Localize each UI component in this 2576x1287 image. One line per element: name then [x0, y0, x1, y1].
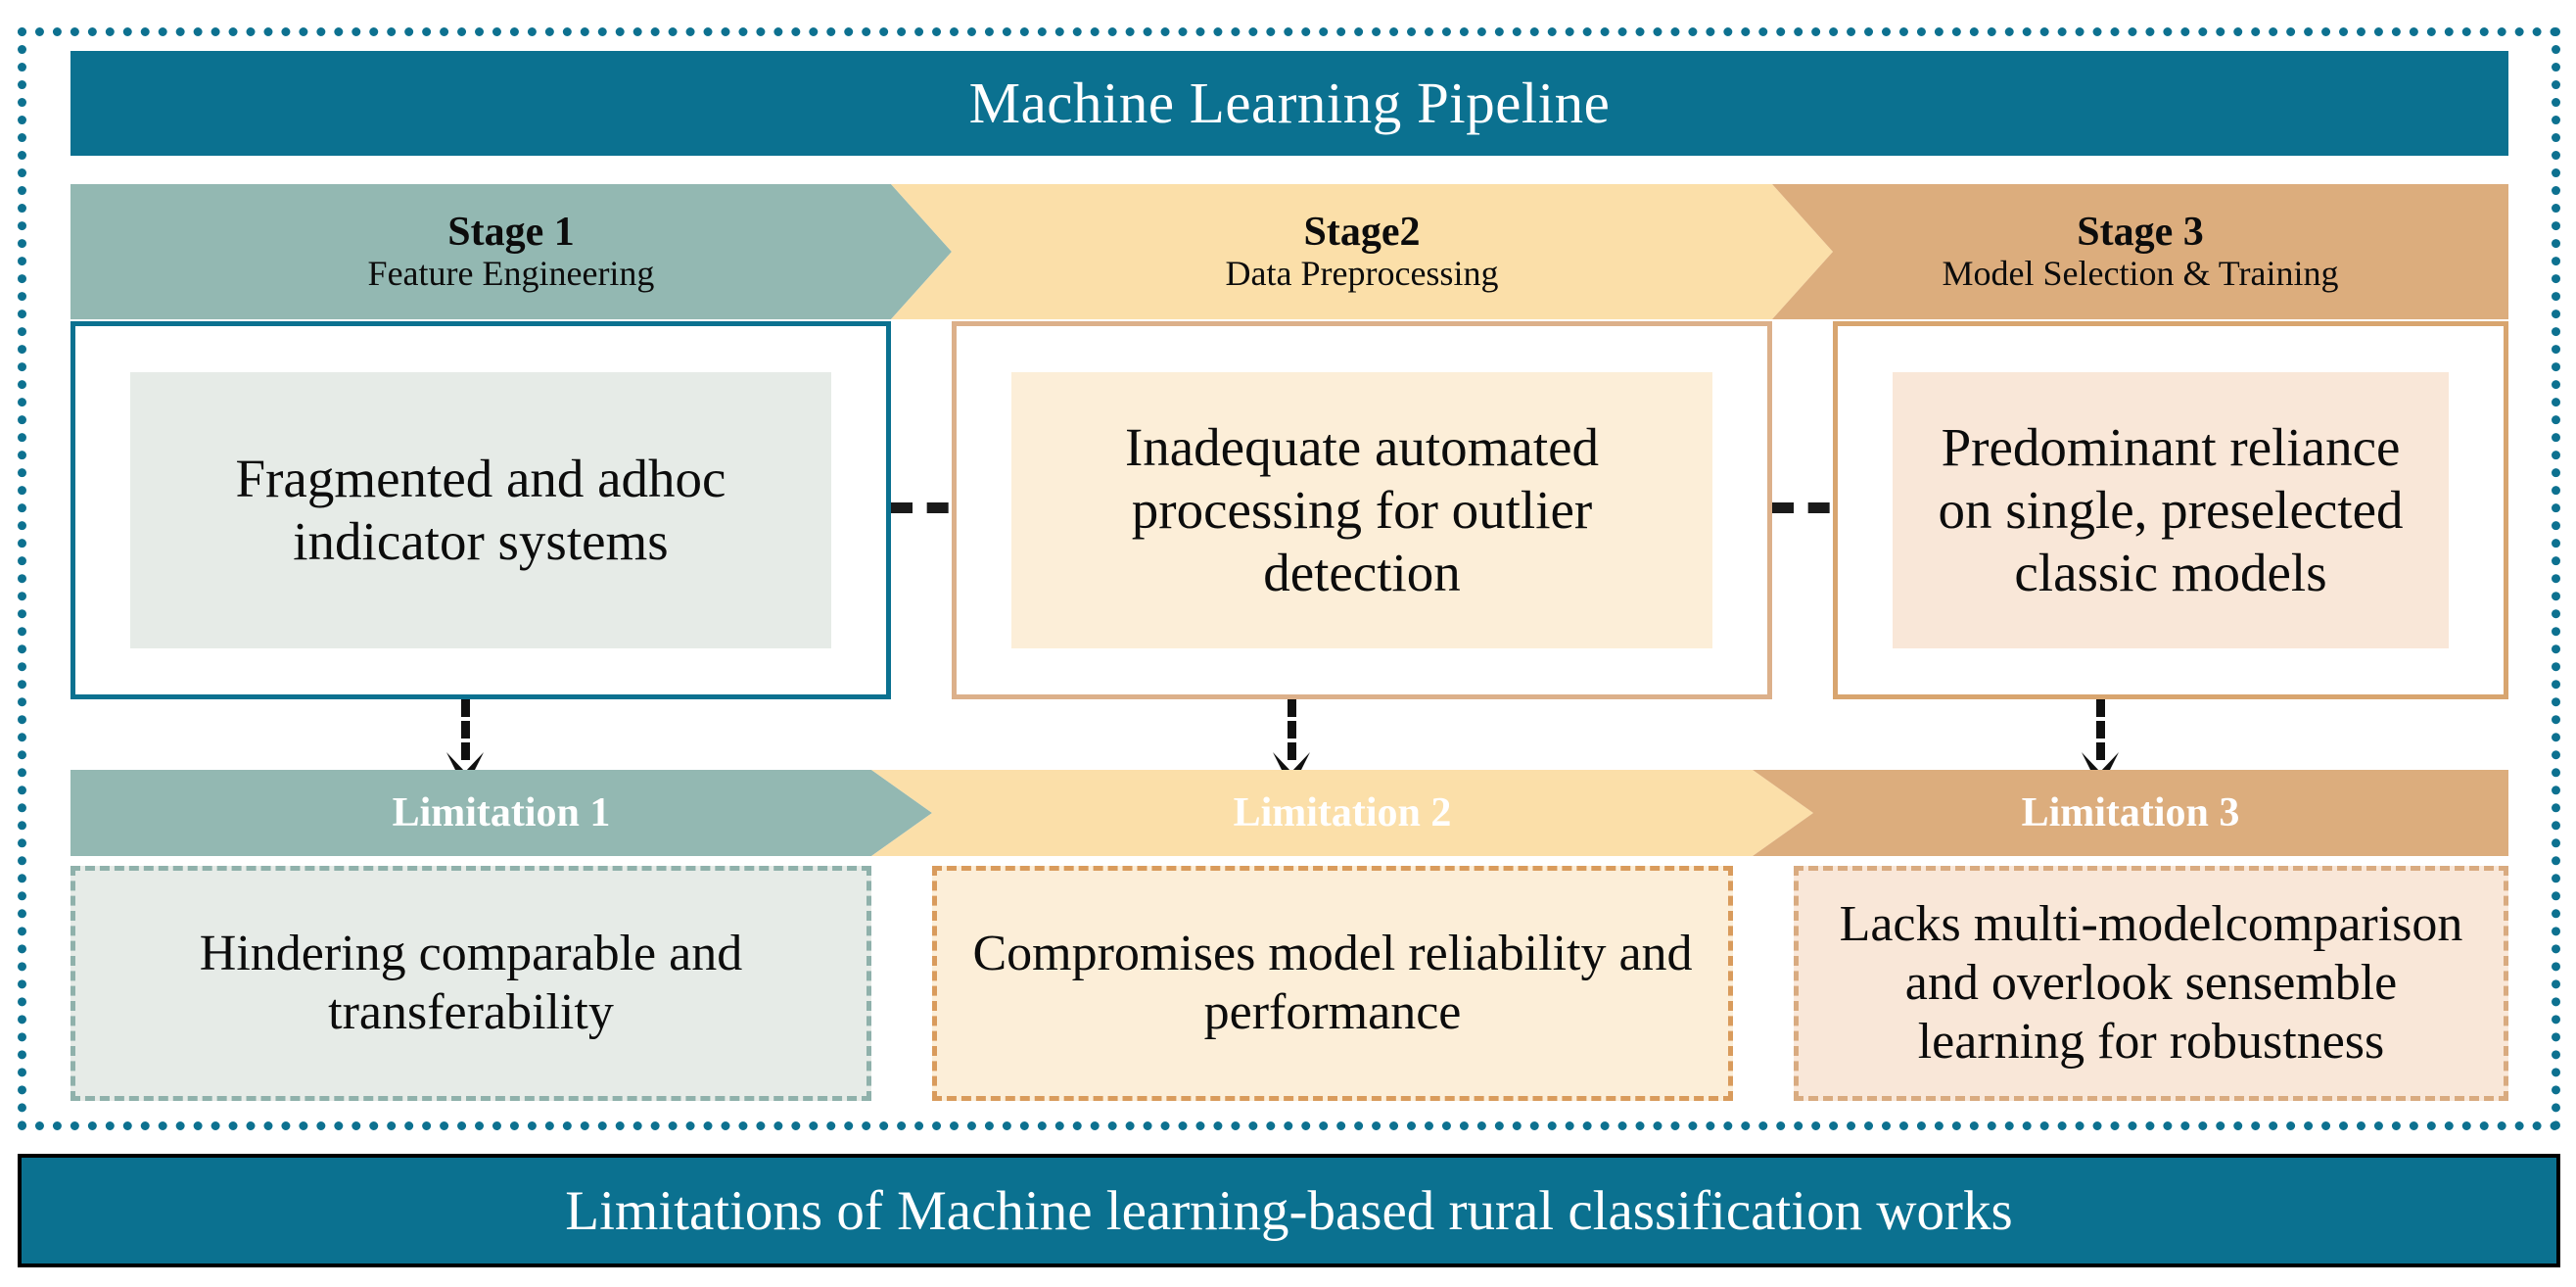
pipeline-title-banner: Machine Learning Pipeline — [70, 51, 2508, 156]
stage-card-2[interactable]: Inadequate automated processing for outl… — [952, 321, 1772, 699]
stage-3-subtitle: Model Selection & Training — [1942, 254, 2339, 294]
limitation-description-3[interactable]: Lacks multi-modelcomparison and overlook… — [1794, 866, 2508, 1101]
arrow-stem — [461, 699, 470, 760]
stage-3-name: Stage 3 — [2077, 210, 2204, 256]
stage-card-3[interactable]: Predominant reliance on single, preselec… — [1833, 321, 2508, 699]
stage-card-row: Fragmented and adhoc indicator systems I… — [70, 321, 2508, 699]
page-title: Machine Learning Pipeline — [968, 71, 1611, 135]
limitation-1-label: Limitation 1 — [392, 790, 611, 835]
stage-card-1-text: Fragmented and adhoc indicator systems — [130, 372, 831, 648]
limitation-description-2[interactable]: Compromises model reliability and perfor… — [932, 866, 1733, 1101]
stage-2-subtitle: Data Preprocessing — [1225, 254, 1499, 294]
limitation-chevron-2[interactable]: Limitation 2 — [871, 770, 1813, 856]
stage-1-subtitle: Feature Engineering — [367, 254, 655, 294]
stage-chevron-row: Stage 1 Feature Engineering Stage2 Data … — [70, 184, 2508, 319]
limitation-description-1[interactable]: Hindering comparable and transferability — [70, 866, 871, 1101]
limitation-chevron-1[interactable]: Limitation 1 — [70, 770, 932, 856]
arrow-stem — [1288, 699, 1296, 760]
stage-1-name: Stage 1 — [447, 210, 575, 256]
limitation-2-label: Limitation 2 — [1233, 790, 1452, 835]
stage-card-1[interactable]: Fragmented and adhoc indicator systems — [70, 321, 891, 699]
footer-banner: Limitations of Machine learning-based ru… — [18, 1154, 2560, 1267]
stage-card-3-text: Predominant reliance on single, preselec… — [1893, 372, 2449, 648]
footer-title: Limitations of Machine learning-based ru… — [565, 1179, 2013, 1242]
stage-2-name: Stage2 — [1303, 210, 1421, 256]
limitation-3-label: Limitation 3 — [2021, 790, 2240, 835]
limitation-chevron-3[interactable]: Limitation 3 — [1753, 770, 2508, 856]
limitation-description-row: Hindering comparable and transferability… — [70, 866, 2508, 1101]
limitation-chevron-row: Limitation 1 Limitation 2 Limitation 3 — [70, 770, 2508, 856]
stage-card-2-text: Inadequate automated processing for outl… — [1011, 372, 1712, 648]
arrow-stem — [2096, 699, 2105, 760]
stage-chevron-1[interactable]: Stage 1 Feature Engineering — [70, 184, 952, 319]
stage-chevron-2[interactable]: Stage2 Data Preprocessing — [891, 184, 1833, 319]
stage-chevron-3[interactable]: Stage 3 Model Selection & Training — [1772, 184, 2508, 319]
